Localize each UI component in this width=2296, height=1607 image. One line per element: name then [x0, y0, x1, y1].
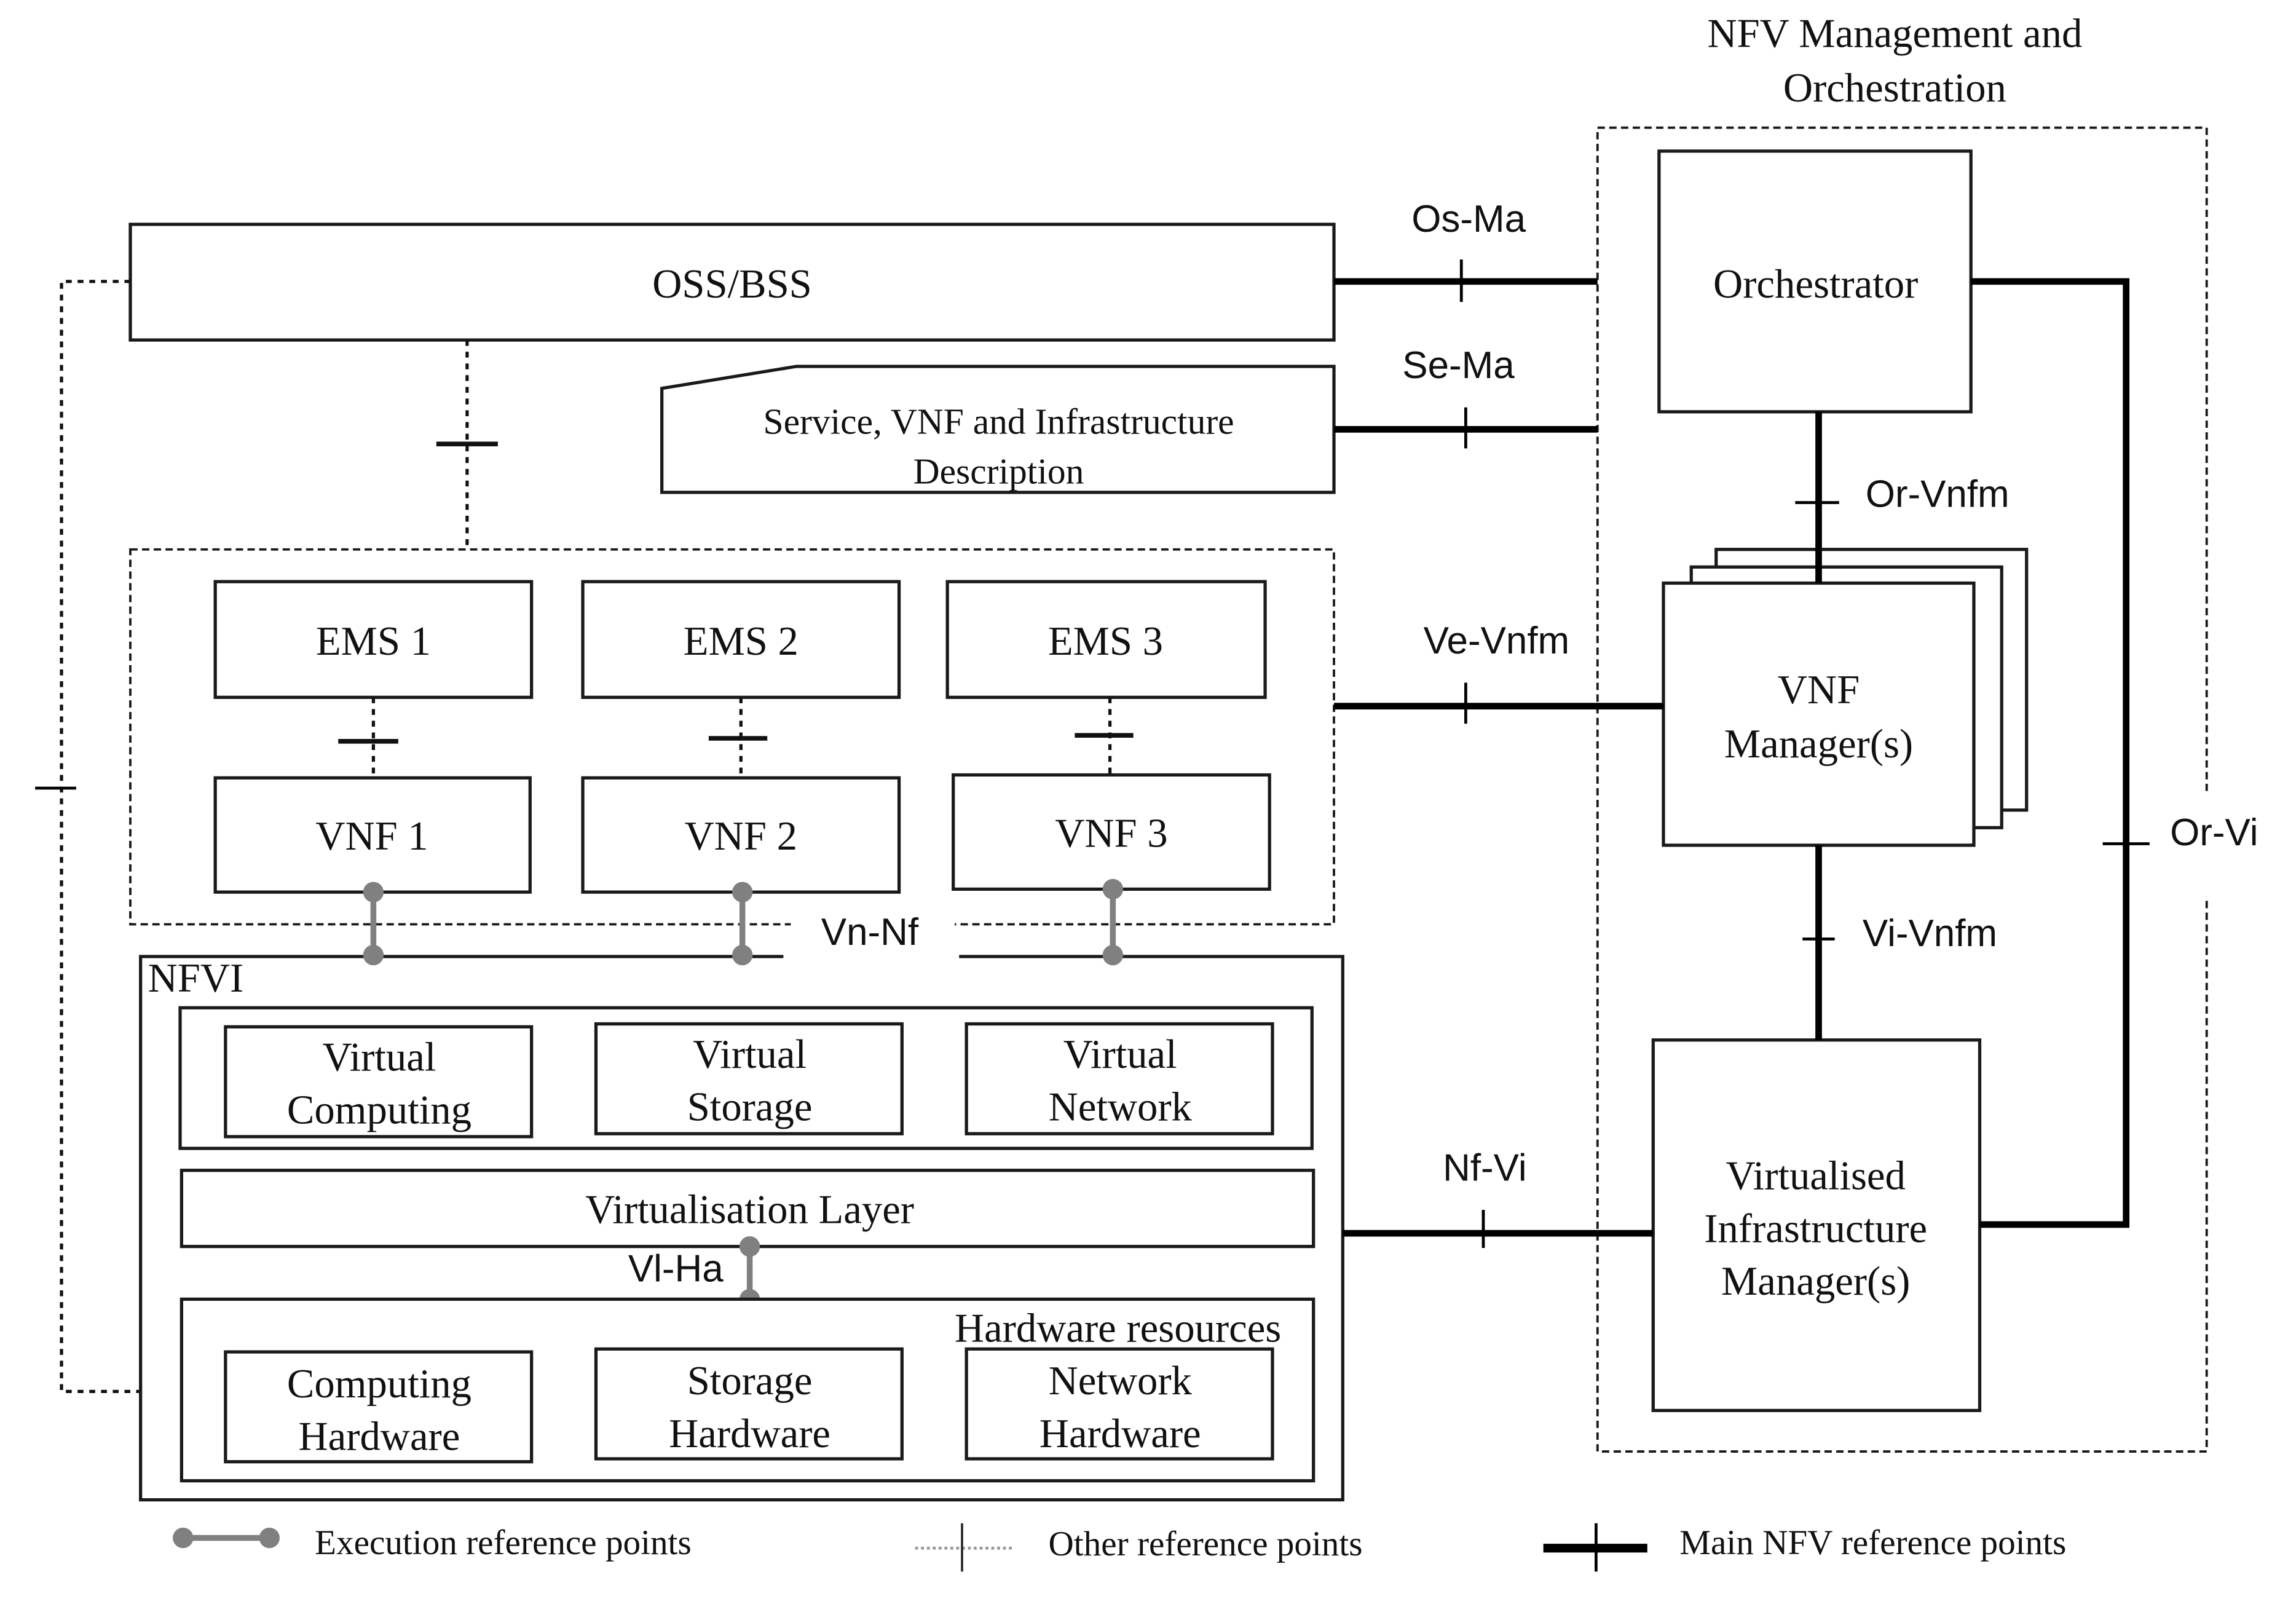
- vi-vnfm-label: Vi-Vnfm: [1863, 912, 1997, 955]
- virtual-storage-box[interactable]: [594, 1022, 904, 1135]
- computing-hardware[interactable]: Computing Hardware: [224, 1350, 534, 1464]
- vnf-2-box[interactable]: [581, 776, 901, 894]
- legend: Execution reference points Other referen…: [173, 1523, 2066, 1572]
- vn-nf-connector-1: [363, 882, 384, 966]
- vl-ha-label: Vl-Ha: [628, 1248, 724, 1290]
- virtual-network-line1: Virtual: [1063, 1032, 1177, 1077]
- legend-execution-dot-left: [173, 1527, 194, 1549]
- storage-hardware[interactable]: Storage Hardware: [594, 1347, 904, 1461]
- vn-nf-dash-gap: [791, 911, 955, 938]
- vnf-2-label: VNF 2: [685, 814, 797, 859]
- or-vnfm-label: Or-Vnfm: [1866, 473, 2010, 516]
- virtual-storage[interactable]: Virtual Storage: [594, 1022, 904, 1135]
- legend-main: Main NFV reference points: [1543, 1523, 2066, 1572]
- ems-2[interactable]: EMS 2: [581, 580, 901, 699]
- legend-other-label: Other reference points: [1049, 1525, 1363, 1563]
- network-hardware-line2: Hardware: [1040, 1412, 1201, 1456]
- se-ma-label: Se-Ma: [1402, 344, 1515, 387]
- legend-other: Other reference points: [915, 1523, 1363, 1572]
- vn-nf-connector-3: [1102, 879, 1124, 966]
- vim-label-line3: Manager(s): [1721, 1259, 1910, 1304]
- mano-container: [1596, 126, 2208, 1453]
- virtual-computing-line2: Computing: [287, 1088, 471, 1132]
- vn-nf-label: Vn-Nf: [821, 911, 919, 954]
- legend-execution-label: Execution reference points: [315, 1523, 692, 1562]
- virtual-computing[interactable]: Virtual Computing: [224, 1025, 534, 1139]
- legend-execution-dot-right: [259, 1527, 280, 1549]
- network-hardware[interactable]: Network Hardware: [965, 1347, 1274, 1461]
- ems-1-label: EMS 1: [316, 619, 431, 664]
- ems-3-label: EMS 3: [1048, 619, 1163, 664]
- computing-hardware-line1: Computing: [287, 1362, 471, 1407]
- virtualisation-layer-label: Virtualisation Layer: [585, 1187, 914, 1232]
- ems-3-box[interactable]: [945, 580, 1267, 699]
- or-vi-label-gap: [2187, 791, 2217, 897]
- network-hardware-box[interactable]: [965, 1347, 1274, 1461]
- network-hardware-line1: Network: [1049, 1359, 1193, 1404]
- or-vi-label: Or-Vi: [2170, 811, 2258, 854]
- oss-bss-box[interactable]: [128, 223, 1336, 342]
- virtual-storage-line1: Virtual: [693, 1032, 807, 1077]
- vnf-manager-box[interactable]: [1662, 581, 1976, 847]
- virtual-computing-box[interactable]: [224, 1025, 534, 1139]
- orchestrator-box[interactable]: [1657, 149, 1973, 414]
- vnf-domain-container: [129, 548, 1335, 926]
- vnf-2[interactable]: VNF 2: [581, 776, 901, 894]
- vnf-1[interactable]: VNF 1: [213, 776, 532, 894]
- vim-box[interactable]: [1651, 1038, 1982, 1412]
- storage-hardware-line1: Storage: [687, 1359, 813, 1404]
- vnf-3[interactable]: VNF 3: [952, 773, 1271, 891]
- storage-hardware-line2: Hardware: [669, 1412, 830, 1456]
- vnf-manager-label-line1: VNF: [1778, 668, 1860, 713]
- ems-3[interactable]: EMS 3: [945, 580, 1267, 699]
- vnf-3-box[interactable]: [952, 773, 1271, 891]
- mano-title-line2: Orchestration: [1783, 66, 2006, 111]
- oss-to-hardware-line: [60, 280, 183, 1393]
- virtual-network[interactable]: Virtual Network: [965, 1022, 1274, 1135]
- vim-label-line1: Virtualised: [1726, 1154, 1906, 1199]
- description-box[interactable]: [660, 365, 1336, 494]
- oss-bss-label: OSS/BSS: [652, 262, 812, 307]
- storage-hardware-box[interactable]: [594, 1347, 904, 1461]
- vnf-manager-label-line2: Manager(s): [1724, 722, 1913, 767]
- vn-nf-label-gap: [783, 937, 960, 976]
- ems-1-box[interactable]: [213, 580, 534, 699]
- vn-nf-2-dot-top: [732, 882, 753, 902]
- computing-hardware-box[interactable]: [224, 1350, 534, 1464]
- ems-1[interactable]: EMS 1: [213, 580, 534, 699]
- virtual-computing-line1: Virtual: [322, 1035, 436, 1080]
- virtual-network-box[interactable]: [965, 1022, 1274, 1135]
- nfvi-label: NFVI: [148, 956, 244, 1001]
- ems-2-label: EMS 2: [684, 619, 799, 664]
- orchestrator-label: Orchestrator: [1713, 262, 1918, 307]
- vl-ha-dot-top: [739, 1236, 760, 1257]
- hardware-resources-label: Hardware resources: [955, 1306, 1281, 1351]
- vn-nf-connector-2: [732, 882, 753, 966]
- legend-execution: Execution reference points: [173, 1523, 692, 1562]
- virtual-storage-line2: Storage: [687, 1085, 813, 1130]
- vn-nf-1-dot-top: [363, 882, 384, 902]
- legend-main-label: Main NFV reference points: [1679, 1523, 2066, 1562]
- nf-vi-label: Nf-Vi: [1443, 1147, 1526, 1189]
- vnf-1-label: VNF 1: [315, 814, 428, 859]
- computing-hardware-line2: Hardware: [298, 1415, 460, 1459]
- vn-nf-3-dot-top: [1102, 879, 1124, 900]
- ems-2-box[interactable]: [581, 580, 901, 699]
- os-ma-label: Os-Ma: [1411, 198, 1526, 240]
- mano-title-line1: NFV Management and: [1707, 12, 2082, 57]
- or-vi-line: [1971, 278, 2130, 1228]
- virtual-network-line2: Network: [1049, 1085, 1193, 1130]
- vn-nf-3-dot-bottom: [1102, 944, 1124, 966]
- ve-vnfm-label: Ve-Vnfm: [1424, 620, 1569, 662]
- vim-label-line2: Infrastructure: [1704, 1206, 1927, 1251]
- description-label-line1: Service, VNF and Infrastructure: [763, 401, 1234, 442]
- vn-nf-2-dot-bottom: [732, 944, 753, 966]
- description-label-line2: Description: [913, 451, 1084, 492]
- vnf-3-label: VNF 3: [1055, 811, 1167, 856]
- virtualisation-layer-box[interactable]: [179, 1169, 1316, 1249]
- vn-nf-1-dot-bottom: [363, 944, 384, 966]
